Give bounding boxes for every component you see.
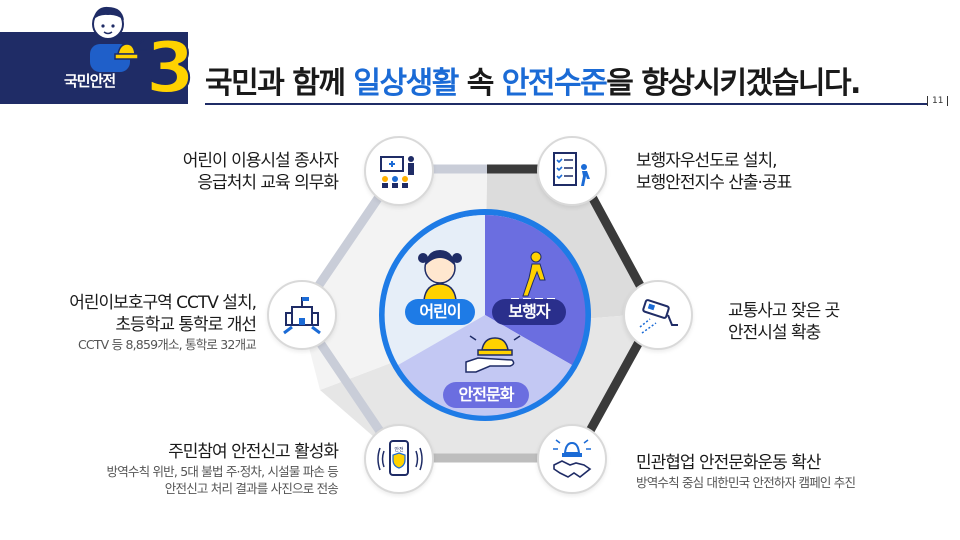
culture-pill: 안전문화 bbox=[443, 382, 529, 408]
item-subtext: CCTV 등 8,859개소, 통학로 32개교 bbox=[77, 337, 257, 352]
item-top-left: 어린이 이용시설 종사자 응급처치 교육 의무화 bbox=[120, 150, 339, 194]
page-title: 국민과 함께 일상생활 속 안전수준을 향상시키겠습니다. bbox=[205, 58, 861, 102]
pedestrian-sector bbox=[485, 214, 586, 365]
item-line: 보행안전지수 산출·공표 bbox=[636, 173, 792, 193]
item-mid-left: 어린이보호구역 CCTV 설치, 초등학교 통학로 개선 CCTV 등 8,85… bbox=[20, 292, 257, 353]
child-pill: 어린이 bbox=[405, 299, 475, 325]
node-bottom-right bbox=[537, 424, 607, 494]
hand-siren-icon bbox=[465, 335, 521, 373]
cctv-icon bbox=[639, 299, 678, 334]
title-highlight: 일상생활 bbox=[353, 66, 459, 101]
school-icon bbox=[283, 297, 321, 335]
item-top-right: 보행자우선도로 설치, 보행안전지수 산출·공표 bbox=[636, 150, 876, 194]
child-icon bbox=[418, 250, 462, 301]
title-part: 속 bbox=[457, 66, 502, 101]
node-mid-right bbox=[623, 280, 693, 350]
title-part: 국민과 함께 bbox=[205, 66, 354, 101]
item-line: 민관협업 안전문화운동 확산 bbox=[636, 453, 822, 473]
item-line: 어린이보호구역 CCTV 설치, bbox=[69, 293, 257, 313]
item-bottom-right: 민관협업 안전문화운동 확산 방역수칙 중심 대한민국 안전하자 캠페인 추진 bbox=[636, 452, 936, 491]
item-line: 초등학교 통학로 개선 bbox=[115, 315, 257, 335]
item-line: 주민참여 안전신고 활성화 bbox=[168, 442, 339, 462]
badge-number: 3 bbox=[145, 27, 196, 109]
node-top-left bbox=[364, 136, 434, 206]
item-subtext: 안전신고 처리 결과를 사진으로 전송 bbox=[164, 481, 339, 496]
item-subtext: 방역수칙 위반, 5대 불법 주·정차, 시설물 파손 등 bbox=[106, 464, 339, 479]
mascot-icon bbox=[90, 6, 147, 72]
header: 국민안전 3 국민과 함께 일상생활 속 안전수준을 향상시키겠습니다. 11 bbox=[0, 0, 960, 110]
title-underline bbox=[205, 103, 927, 105]
item-line: 안전시설 확충 bbox=[728, 323, 821, 343]
hex-edge-dark bbox=[487, 164, 660, 461]
node-bottom-left: 안전 bbox=[364, 424, 434, 494]
node-mid-left bbox=[267, 280, 337, 350]
checklist-walker-icon bbox=[553, 152, 590, 186]
item-bottom-left: 주민참여 안전신고 활성화 방역수칙 위반, 5대 불법 주·정차, 시설물 파… bbox=[20, 441, 340, 497]
badge-label: 국민안전 bbox=[64, 72, 116, 90]
title-part: 을 향상시키겠습니다. bbox=[606, 66, 861, 101]
page-number: 11 bbox=[927, 96, 949, 106]
node-top-right bbox=[537, 136, 607, 206]
title-highlight: 안전수준 bbox=[501, 66, 608, 101]
item-line: 보행자우선도로 설치, bbox=[636, 151, 778, 171]
hex-edge-light bbox=[295, 164, 487, 461]
phone-screen-text: 안전 bbox=[394, 446, 404, 453]
pedestrian-pill: 보행자 bbox=[492, 299, 566, 325]
phone-report-icon: 안전 bbox=[377, 440, 423, 476]
classroom-icon bbox=[380, 156, 414, 188]
item-line: 교통사고 잦은 곳 bbox=[728, 301, 840, 321]
handshake-siren-icon bbox=[553, 439, 592, 478]
item-subtext: 방역수칙 중심 대한민국 안전하자 캠페인 추진 bbox=[636, 475, 856, 490]
item-line: 어린이 이용시설 종사자 bbox=[182, 151, 339, 171]
item-mid-right: 교통사고 잦은 곳 안전시설 확충 bbox=[728, 300, 928, 344]
item-line: 응급처치 교육 의무화 bbox=[197, 173, 339, 193]
